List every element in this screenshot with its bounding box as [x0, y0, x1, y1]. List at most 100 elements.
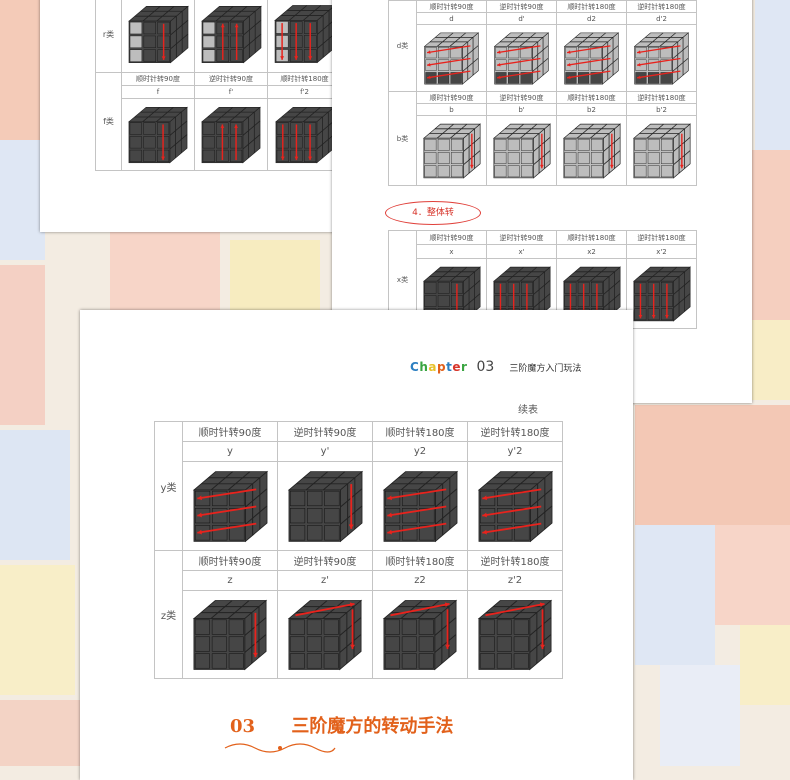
cube-sticker — [494, 151, 506, 164]
cube-edge — [646, 123, 664, 138]
cube-edge — [672, 279, 690, 295]
cube-sticker — [129, 149, 142, 162]
cube-sticker — [507, 138, 520, 151]
header-cell: 顺时针转90度 — [416, 0, 487, 13]
cube-edge — [449, 123, 467, 138]
notation-cell: y'2 — [467, 441, 563, 462]
cube-edge — [589, 123, 607, 138]
footer-heading: 03 三阶魔方的转动手法 — [230, 712, 453, 738]
cube-sticker — [228, 507, 244, 523]
cube-edge — [506, 123, 524, 138]
rubiks-cube-icon — [201, 106, 261, 163]
rotation-table-rf: r类 f类 顺时针转90度 逆时针转90度 顺时针转180度 f f' f'2 — [95, 0, 342, 171]
rotation-arrow-icon — [234, 123, 238, 160]
cube-sticker — [513, 524, 529, 540]
page-top-right: d类 顺时针转90度 逆时针转90度 顺时针转180度 逆时针转180度 d d… — [332, 0, 752, 403]
notation-cell: y — [182, 441, 278, 462]
chapter-letter: p — [436, 360, 447, 374]
cube-edge — [244, 505, 267, 525]
rotation-arrow-icon — [566, 44, 611, 54]
cube-sticker — [228, 524, 244, 540]
row-label-z: z类 — [154, 550, 183, 679]
cube-edge — [215, 106, 234, 122]
cube-sticker — [577, 151, 590, 164]
cube-sticker — [507, 71, 520, 83]
cube-edge — [532, 44, 549, 59]
cube-edge — [227, 599, 250, 619]
cube-edge — [305, 470, 328, 490]
cube-edge — [659, 123, 677, 138]
chapter-letter: h — [419, 360, 429, 374]
rotation-arrow-icon — [481, 487, 541, 500]
rotation-arrow-icon — [293, 23, 298, 60]
cube-edge — [434, 487, 457, 507]
header-cell: 逆时针转180度 — [467, 421, 563, 442]
cube-sticker — [577, 71, 590, 83]
cube-sticker — [564, 151, 576, 164]
notation-cell: z'2 — [467, 570, 563, 591]
rotation-arrow-icon — [636, 69, 681, 79]
cube-cell — [267, 0, 342, 73]
cube-edge — [339, 633, 362, 653]
cube-sticker — [450, 71, 462, 83]
cube-sticker — [143, 149, 156, 162]
cube-sticker — [520, 59, 532, 71]
cube-sticker — [577, 46, 590, 58]
footer-number: 03 — [230, 716, 256, 737]
rotation-arrow-icon — [234, 23, 239, 60]
cube-edge — [437, 32, 454, 47]
cube-sticker — [450, 46, 462, 58]
rotation-arrow-icon — [196, 522, 256, 534]
cube-sticker — [306, 524, 322, 540]
rotation-arrow-icon — [280, 123, 285, 160]
row-label-d: d类 — [388, 0, 417, 92]
cube-sticker — [437, 138, 450, 151]
header-cell: 逆时针转90度 — [486, 91, 557, 104]
cube-cell — [556, 115, 627, 186]
rotation-arrow-icon — [307, 123, 312, 160]
cube-sticker — [129, 49, 142, 62]
rubiks-cube-icon — [492, 265, 551, 322]
cube-sticker — [323, 507, 339, 523]
header-cell: 逆时针转180度 — [626, 91, 697, 104]
cube-cell — [626, 115, 697, 186]
footer-title-text: 三阶魔方的转动手法 — [291, 716, 454, 737]
cube-sticker — [647, 164, 660, 177]
rotation-arrow-icon — [539, 133, 544, 168]
notation-cell: z' — [277, 570, 373, 591]
cube-edge — [529, 633, 552, 653]
notation-cell: z — [182, 570, 278, 591]
cube-sticker — [202, 135, 215, 148]
header-cell: 顺时针转180度 — [267, 72, 342, 86]
cube-edge — [672, 44, 689, 59]
cube-edge — [302, 5, 321, 21]
cube-sticker — [143, 49, 156, 62]
cube-sticker — [323, 524, 339, 540]
cube-edge — [495, 599, 518, 619]
header-cell: 逆时针转90度 — [277, 421, 373, 442]
notation-cell: z2 — [372, 570, 468, 591]
header-cell: 顺时针转90度 — [416, 230, 487, 245]
cube-sticker — [590, 138, 603, 151]
cube-sticker — [228, 636, 244, 652]
cube-sticker — [306, 507, 322, 523]
rotation-arrow-icon — [566, 57, 611, 66]
cube-edge — [462, 44, 479, 59]
cube-cell — [486, 24, 557, 92]
cube-sticker — [306, 490, 322, 506]
cube-sticker — [577, 164, 590, 177]
rubiks-cube-icon — [287, 599, 363, 670]
row-label-b: b类 — [388, 91, 417, 186]
cube-sticker — [590, 59, 602, 71]
notation-cell: f — [121, 85, 195, 99]
rotation-arrow-icon — [485, 601, 545, 616]
cube-edge — [169, 120, 188, 136]
rotation-arrow-icon — [196, 487, 256, 500]
notation-cell: x — [416, 244, 487, 259]
cube-edge — [602, 292, 620, 308]
cube-edge — [529, 505, 552, 525]
notation-cell: x' — [486, 244, 557, 259]
cube-edge — [495, 470, 518, 490]
cube-sticker — [143, 135, 156, 148]
cube-sticker — [634, 151, 646, 164]
